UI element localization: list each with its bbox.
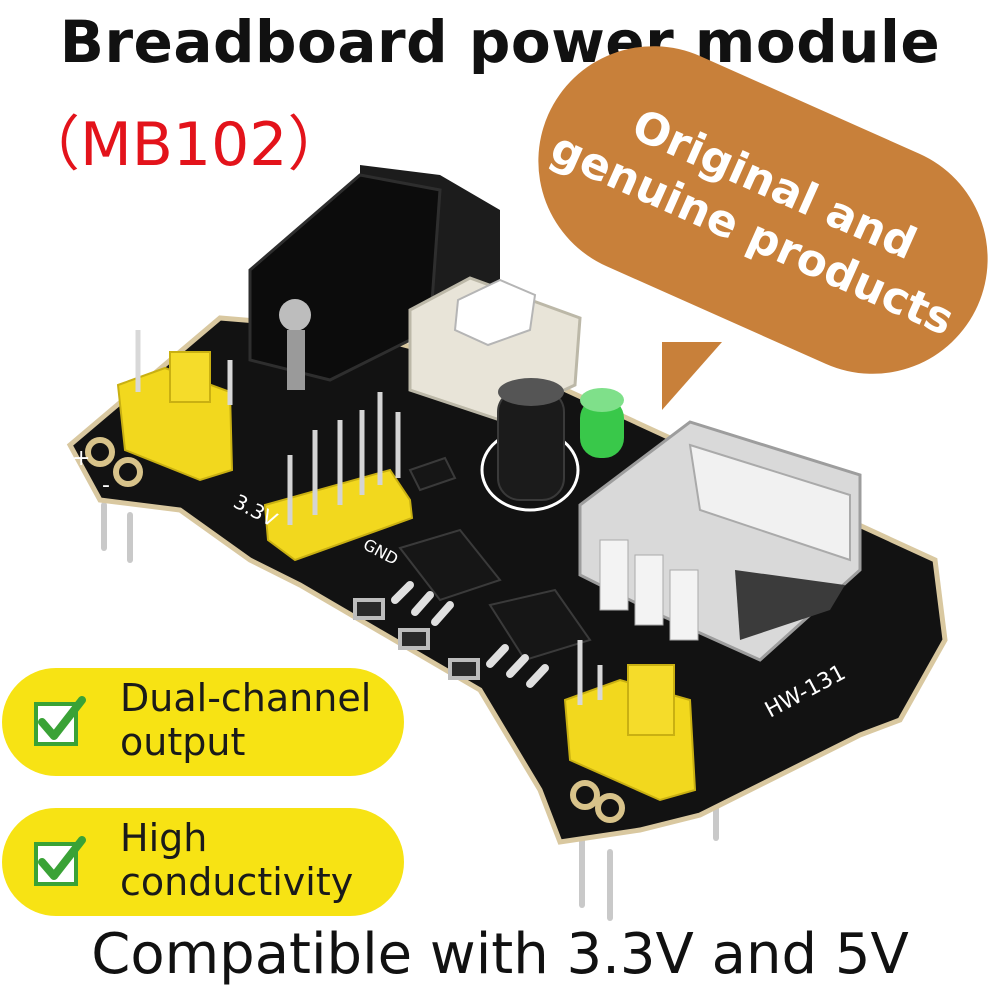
voltage-regulators bbox=[398, 456, 592, 662]
page-title: Breadboard power module bbox=[59, 8, 941, 76]
usb-port bbox=[578, 420, 862, 662]
feature-label: Dual-channel output bbox=[120, 676, 372, 764]
left-jumper-header bbox=[116, 330, 234, 482]
right-jumper-header bbox=[563, 640, 697, 802]
mounting-holes bbox=[85, 437, 625, 823]
smd-components bbox=[353, 598, 480, 680]
led bbox=[580, 388, 624, 458]
feature-pill-high-conductivity: High conductivity bbox=[2, 808, 404, 916]
model-label: （MB102） bbox=[20, 110, 348, 180]
compatibility-tagline: Compatible with 3.3V and 5V bbox=[91, 922, 909, 987]
middle-pin-header bbox=[263, 392, 414, 562]
feature-label: High conductivity bbox=[120, 816, 354, 904]
silk-minus-label: - bbox=[102, 473, 110, 498]
capacitor bbox=[480, 378, 580, 512]
feature-pill-dual-channel: Dual-channel output bbox=[2, 668, 404, 776]
silk-plus-label: + bbox=[72, 446, 90, 471]
checkmark-icon bbox=[34, 696, 86, 746]
checkmark-icon bbox=[34, 836, 86, 886]
regulator-legs bbox=[391, 581, 549, 688]
badge-pointer-triangle bbox=[662, 342, 722, 410]
